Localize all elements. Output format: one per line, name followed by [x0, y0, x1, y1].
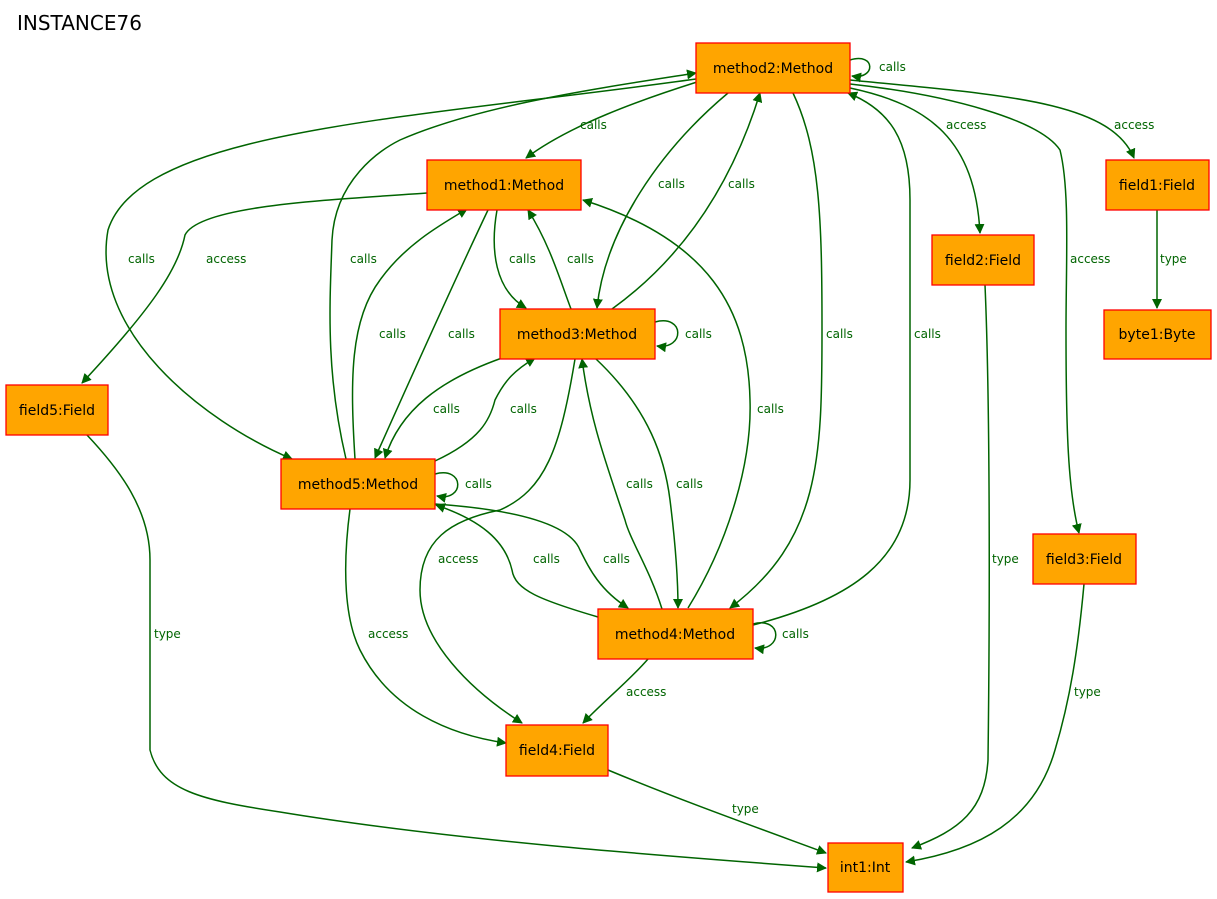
nodes: method2:Method method1:Method method3:Me…	[5, 42, 1212, 893]
node-label: field4:Field	[519, 743, 595, 759]
node-field1[interactable]: field1:Field	[1105, 159, 1210, 211]
edge-method5-access-field4: access	[344, 508, 507, 747]
node-label: field1:Field	[1119, 178, 1195, 194]
edge-method1-calls-method5: calls	[374, 209, 489, 459]
edge-label: access	[1114, 118, 1154, 132]
edge-method2-calls-method1: calls	[525, 81, 698, 159]
edge-method2-access-field3: access	[849, 83, 1110, 534]
edge-label: type	[732, 802, 759, 816]
edge-method5-calls-method2: calls	[329, 69, 697, 460]
edge-label: calls	[914, 327, 941, 341]
edge-label: calls	[350, 252, 377, 266]
edge-label: calls	[626, 477, 653, 491]
edge-method1-access-field5: access	[81, 192, 428, 384]
edge-method2-calls-method5: calls	[105, 78, 697, 461]
node-label: method1:Method	[444, 178, 564, 194]
node-method1[interactable]: method1:Method	[426, 159, 582, 211]
node-label: field3:Field	[1046, 552, 1122, 568]
edges: calls calls calls calls calls access	[81, 57, 1187, 873]
edge-method4-calls-method4: calls	[752, 622, 809, 655]
edge-field2-type-int1: type	[911, 284, 1019, 850]
edge-label: calls	[509, 252, 536, 266]
edge-label: type	[154, 627, 181, 641]
edge-field1-type-byte1: type	[1152, 210, 1187, 309]
edge-method3-calls-method5: calls	[382, 357, 503, 459]
node-method3[interactable]: method3:Method	[499, 308, 656, 360]
edge-label: access	[206, 252, 246, 266]
edge-field4-type-int1: type	[607, 769, 827, 855]
edge-label: calls	[685, 327, 712, 341]
edge-method5-calls-method1: calls	[351, 208, 468, 460]
edge-label: calls	[465, 477, 492, 491]
edge-method4-calls-method5: calls	[435, 503, 599, 618]
edge-method2-access-field2: access	[849, 87, 986, 234]
edge-method3-calls-method1: calls	[527, 209, 594, 310]
diagram-title: INSTANCE76	[17, 11, 142, 35]
edge-label: calls	[826, 327, 853, 341]
edge-method1-calls-method3: calls	[493, 209, 536, 309]
node-method5[interactable]: method5:Method	[280, 458, 436, 510]
edge-label: calls	[603, 552, 630, 566]
edge-method4-access-field4: access	[582, 658, 666, 724]
node-label: int1:Int	[840, 860, 891, 876]
node-label: method5:Method	[298, 477, 418, 493]
node-int1[interactable]: int1:Int	[827, 842, 904, 893]
edge-label: access	[438, 552, 478, 566]
edge-method5-calls-method5: calls	[434, 472, 492, 503]
node-label: field5:Field	[19, 403, 95, 419]
edge-label: calls	[757, 402, 784, 416]
edge-method4-calls-method1: calls	[582, 197, 784, 609]
edge-label: calls	[510, 402, 537, 416]
edge-field5-type-int1: type	[86, 434, 827, 873]
edge-label: calls	[580, 118, 607, 132]
edge-label: calls	[533, 552, 560, 566]
node-label: method3:Method	[517, 327, 637, 343]
node-field2[interactable]: field2:Field	[931, 234, 1035, 286]
edge-label: access	[946, 118, 986, 132]
edge-label: calls	[658, 177, 685, 191]
node-label: field2:Field	[945, 253, 1021, 269]
edge-label: calls	[448, 327, 475, 341]
edge-label: type	[1160, 252, 1187, 266]
node-field3[interactable]: field3:Field	[1032, 533, 1137, 585]
edge-label: calls	[433, 402, 460, 416]
node-method4[interactable]: method4:Method	[597, 608, 754, 660]
node-label: byte1:Byte	[1119, 327, 1196, 343]
edge-method4-calls-method2: calls	[752, 91, 941, 626]
edge-method2-calls-method2: calls	[849, 57, 906, 83]
edge-method4-calls-method3: calls	[578, 358, 663, 610]
edge-label: type	[1074, 685, 1101, 699]
edge-label: access	[1070, 252, 1110, 266]
edge-label: access	[368, 627, 408, 641]
edge-method3-access-field4: access	[419, 358, 576, 724]
node-label: method2:Method	[713, 61, 833, 77]
node-byte1[interactable]: byte1:Byte	[1103, 309, 1212, 360]
edge-label: access	[626, 685, 666, 699]
node-label: method4:Method	[615, 627, 735, 643]
edge-label: calls	[379, 327, 406, 341]
edge-label: calls	[728, 177, 755, 191]
node-field4[interactable]: field4:Field	[505, 724, 609, 777]
edge-method3-calls-method3: calls	[654, 320, 712, 353]
edge-label: calls	[567, 252, 594, 266]
edge-label: calls	[879, 60, 906, 74]
edge-label: calls	[128, 252, 155, 266]
edge-method3-calls-method4: calls	[595, 358, 703, 609]
edge-label: calls	[782, 627, 809, 641]
edge-method3-calls-method2: calls	[611, 92, 763, 310]
node-method2[interactable]: method2:Method	[695, 42, 851, 94]
edge-field3-type-int1: type	[905, 583, 1101, 866]
edge-label: calls	[676, 477, 703, 491]
edge-method5-calls-method4: calls	[434, 503, 630, 609]
edge-method2-calls-method4: calls	[729, 92, 853, 609]
edge-method5-calls-method3: calls	[434, 357, 537, 462]
edge-method2-calls-method3: calls	[592, 92, 729, 309]
node-field5[interactable]: field5:Field	[5, 384, 109, 436]
edge-label: type	[992, 552, 1019, 566]
edge-method2-access-field1: access	[849, 79, 1154, 159]
